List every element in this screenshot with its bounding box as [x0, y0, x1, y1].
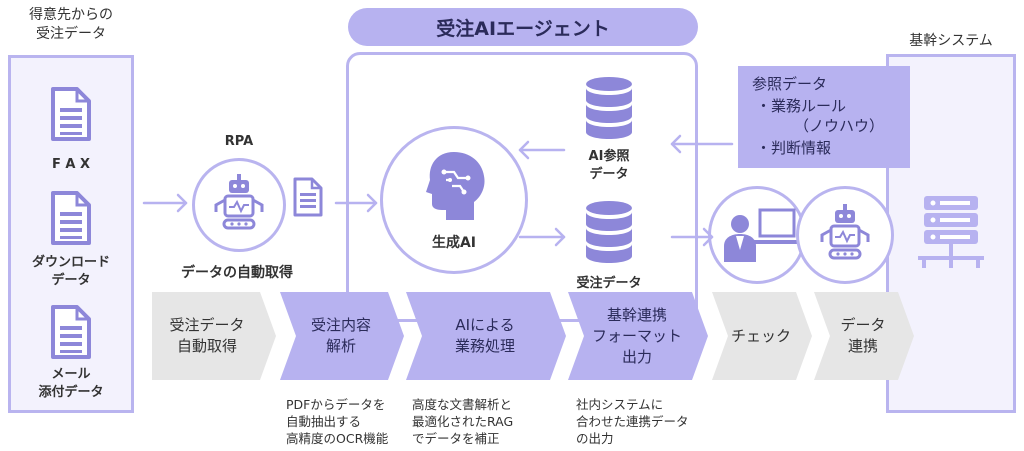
core-title: 基幹システム	[886, 30, 1016, 50]
rpa-label: RPA	[192, 134, 286, 149]
step-1-line2: 自動取得	[176, 337, 237, 355]
rpa-label-text: RPA	[224, 134, 254, 149]
note-rag-line1: 高度な文書解析と	[412, 397, 513, 412]
document-icon	[51, 305, 91, 359]
robot-icon	[214, 174, 264, 230]
ai-head-icon	[426, 152, 485, 220]
arrow-right-icon	[142, 193, 188, 213]
reference-data-item-rules: ・業務ルール	[756, 97, 847, 115]
step-5-line1: チェック	[730, 326, 791, 345]
order-data-label-text: 受注データ	[576, 276, 642, 291]
step-4-line1: 基幹連携	[606, 305, 667, 324]
arrow-left-icon	[670, 134, 734, 154]
rpa-caption: データの自動取得	[162, 262, 312, 282]
note-ocr-line3: 高精度のOCR機能	[286, 431, 389, 446]
ai-reference-data-label: AI参照 データ	[570, 148, 648, 184]
source-title-line2: 受注データ	[36, 26, 106, 42]
source-item-email-line1: メール	[51, 367, 91, 382]
source-item-download-line2: データ	[51, 273, 91, 288]
source-item-email: メール 添付データ	[8, 366, 134, 402]
step-1-line1: 受注データ	[169, 316, 245, 334]
arrow-left-icon	[518, 140, 566, 160]
reference-data-box: 参照データ ・業務ルール （ノウハウ） ・判断情報	[738, 66, 910, 168]
step-6-line1: データ	[840, 316, 886, 334]
robot-icon	[820, 204, 870, 260]
step-4-line3: 出力	[621, 347, 652, 366]
source-item-fax-label: F A X	[51, 157, 91, 172]
database-icon	[586, 77, 632, 139]
note-rag-line3: でデータを補正	[412, 431, 500, 446]
document-icon	[51, 87, 91, 141]
note-ocr: PDFからデータを 自動抽出する 高精度のOCR機能	[286, 396, 388, 447]
step-ai-business-processing: AIによる業務処理	[406, 292, 566, 380]
order-data-label: 受注データ	[560, 272, 658, 291]
step-2-line1: 受注内容	[310, 316, 371, 334]
step-order-data-acquisition: 受注データ自動取得	[152, 292, 276, 380]
note-output: 社内システムに 合わせた連携データ の出力	[576, 396, 689, 447]
source-item-email-line2: 添付データ	[38, 385, 104, 400]
rpa-caption-text: データの自動取得	[181, 265, 293, 281]
step-6-line2: 連携	[847, 337, 878, 355]
generative-ai-label: 生成AI	[380, 232, 528, 252]
reference-data-item-judgement: ・判断情報	[756, 139, 832, 157]
source-item-download: ダウンロード データ	[8, 254, 134, 290]
agent-title: 受注AIエージェント	[348, 8, 698, 46]
note-output-line1: 社内システムに	[576, 397, 664, 412]
person-at-computer-icon	[724, 208, 798, 262]
step-order-content-analysis: 受注内容解析	[280, 292, 404, 380]
note-output-line3: の出力	[576, 431, 614, 446]
step-core-format-output: 基幹連携フォーマット出力	[568, 292, 708, 380]
ai-reference-data-line2: データ	[589, 167, 629, 182]
step-4-line2: フォーマット	[591, 326, 682, 345]
ai-reference-data-line1: AI参照	[588, 149, 630, 164]
document-icon	[293, 177, 323, 217]
server-icon	[918, 196, 984, 268]
database-icon	[586, 201, 632, 263]
arrow-right-icon	[670, 227, 714, 247]
step-2-line2: 解析	[325, 337, 356, 355]
step-check: チェック	[712, 292, 812, 380]
source-title-line1: 得意先からの	[29, 7, 113, 23]
note-rag-line2: 最適化されたRAG	[412, 414, 514, 429]
agent-title-text: 受注AIエージェント	[436, 17, 610, 40]
note-output-line2: 合わせた連携データ	[576, 414, 689, 429]
reference-data-item-knowhow: （ノウハウ）	[794, 117, 885, 135]
note-ocr-line2: 自動抽出する	[286, 414, 362, 429]
arrow-right-icon	[518, 227, 566, 247]
source-title: 得意先からの 受注データ	[8, 6, 134, 44]
note-ocr-line1: PDFからデータを	[286, 397, 386, 412]
note-rag: 高度な文書解析と 最適化されたRAG でデータを補正	[412, 396, 513, 447]
arrow-right-icon	[334, 193, 378, 213]
reference-data-title: 参照データ	[752, 75, 828, 93]
step-data-integration: データ連携	[814, 292, 914, 380]
step-3-line2: 業務処理	[454, 337, 515, 355]
source-item-fax: F A X	[8, 157, 134, 172]
step-3-line1: AIによる	[455, 316, 515, 334]
generative-ai-label-text: 生成AI	[431, 235, 477, 251]
source-item-download-line1: ダウンロード	[31, 255, 110, 270]
core-title-text: 基幹システム	[909, 33, 993, 49]
document-icon	[51, 191, 91, 245]
